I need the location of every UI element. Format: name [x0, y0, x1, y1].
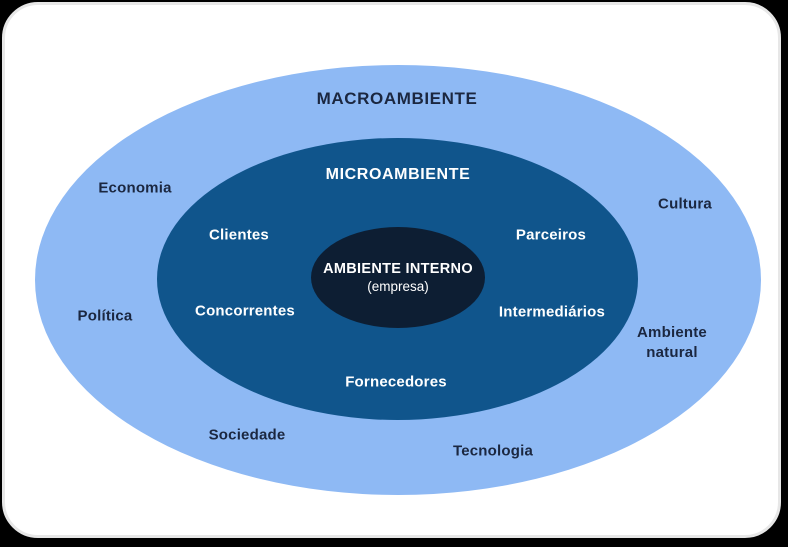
label-cultura: Cultura [658, 195, 712, 213]
label-politica: Política [77, 307, 133, 325]
ambiente-interno-ellipse: AMBIENTE INTERNO (empresa) [311, 227, 485, 328]
ambiente-interno-title: AMBIENTE INTERNO [323, 261, 473, 277]
label-fornecedores: Fornecedores [345, 373, 447, 391]
ambiente-interno-subtitle: (empresa) [367, 279, 429, 294]
label-intermediarios: Intermediários [498, 303, 606, 321]
label-ambiente-natural: Ambiente natural [637, 323, 707, 361]
label-tecnologia: Tecnologia [452, 442, 534, 460]
microambiente-title: MICROAMBIENTE [325, 166, 471, 183]
label-sociedade: Sociedade [208, 426, 286, 444]
label-clientes: Clientes [209, 226, 269, 244]
label-parceiros: Parceiros [515, 226, 587, 244]
label-concorrentes: Concorrentes [195, 302, 295, 320]
macroambiente-title: MACROAMBIENTE [316, 89, 478, 108]
diagram-card: MACROAMBIENTE MICROAMBIENTE Economia Cul… [2, 2, 781, 538]
label-economia: Economia [98, 179, 172, 197]
